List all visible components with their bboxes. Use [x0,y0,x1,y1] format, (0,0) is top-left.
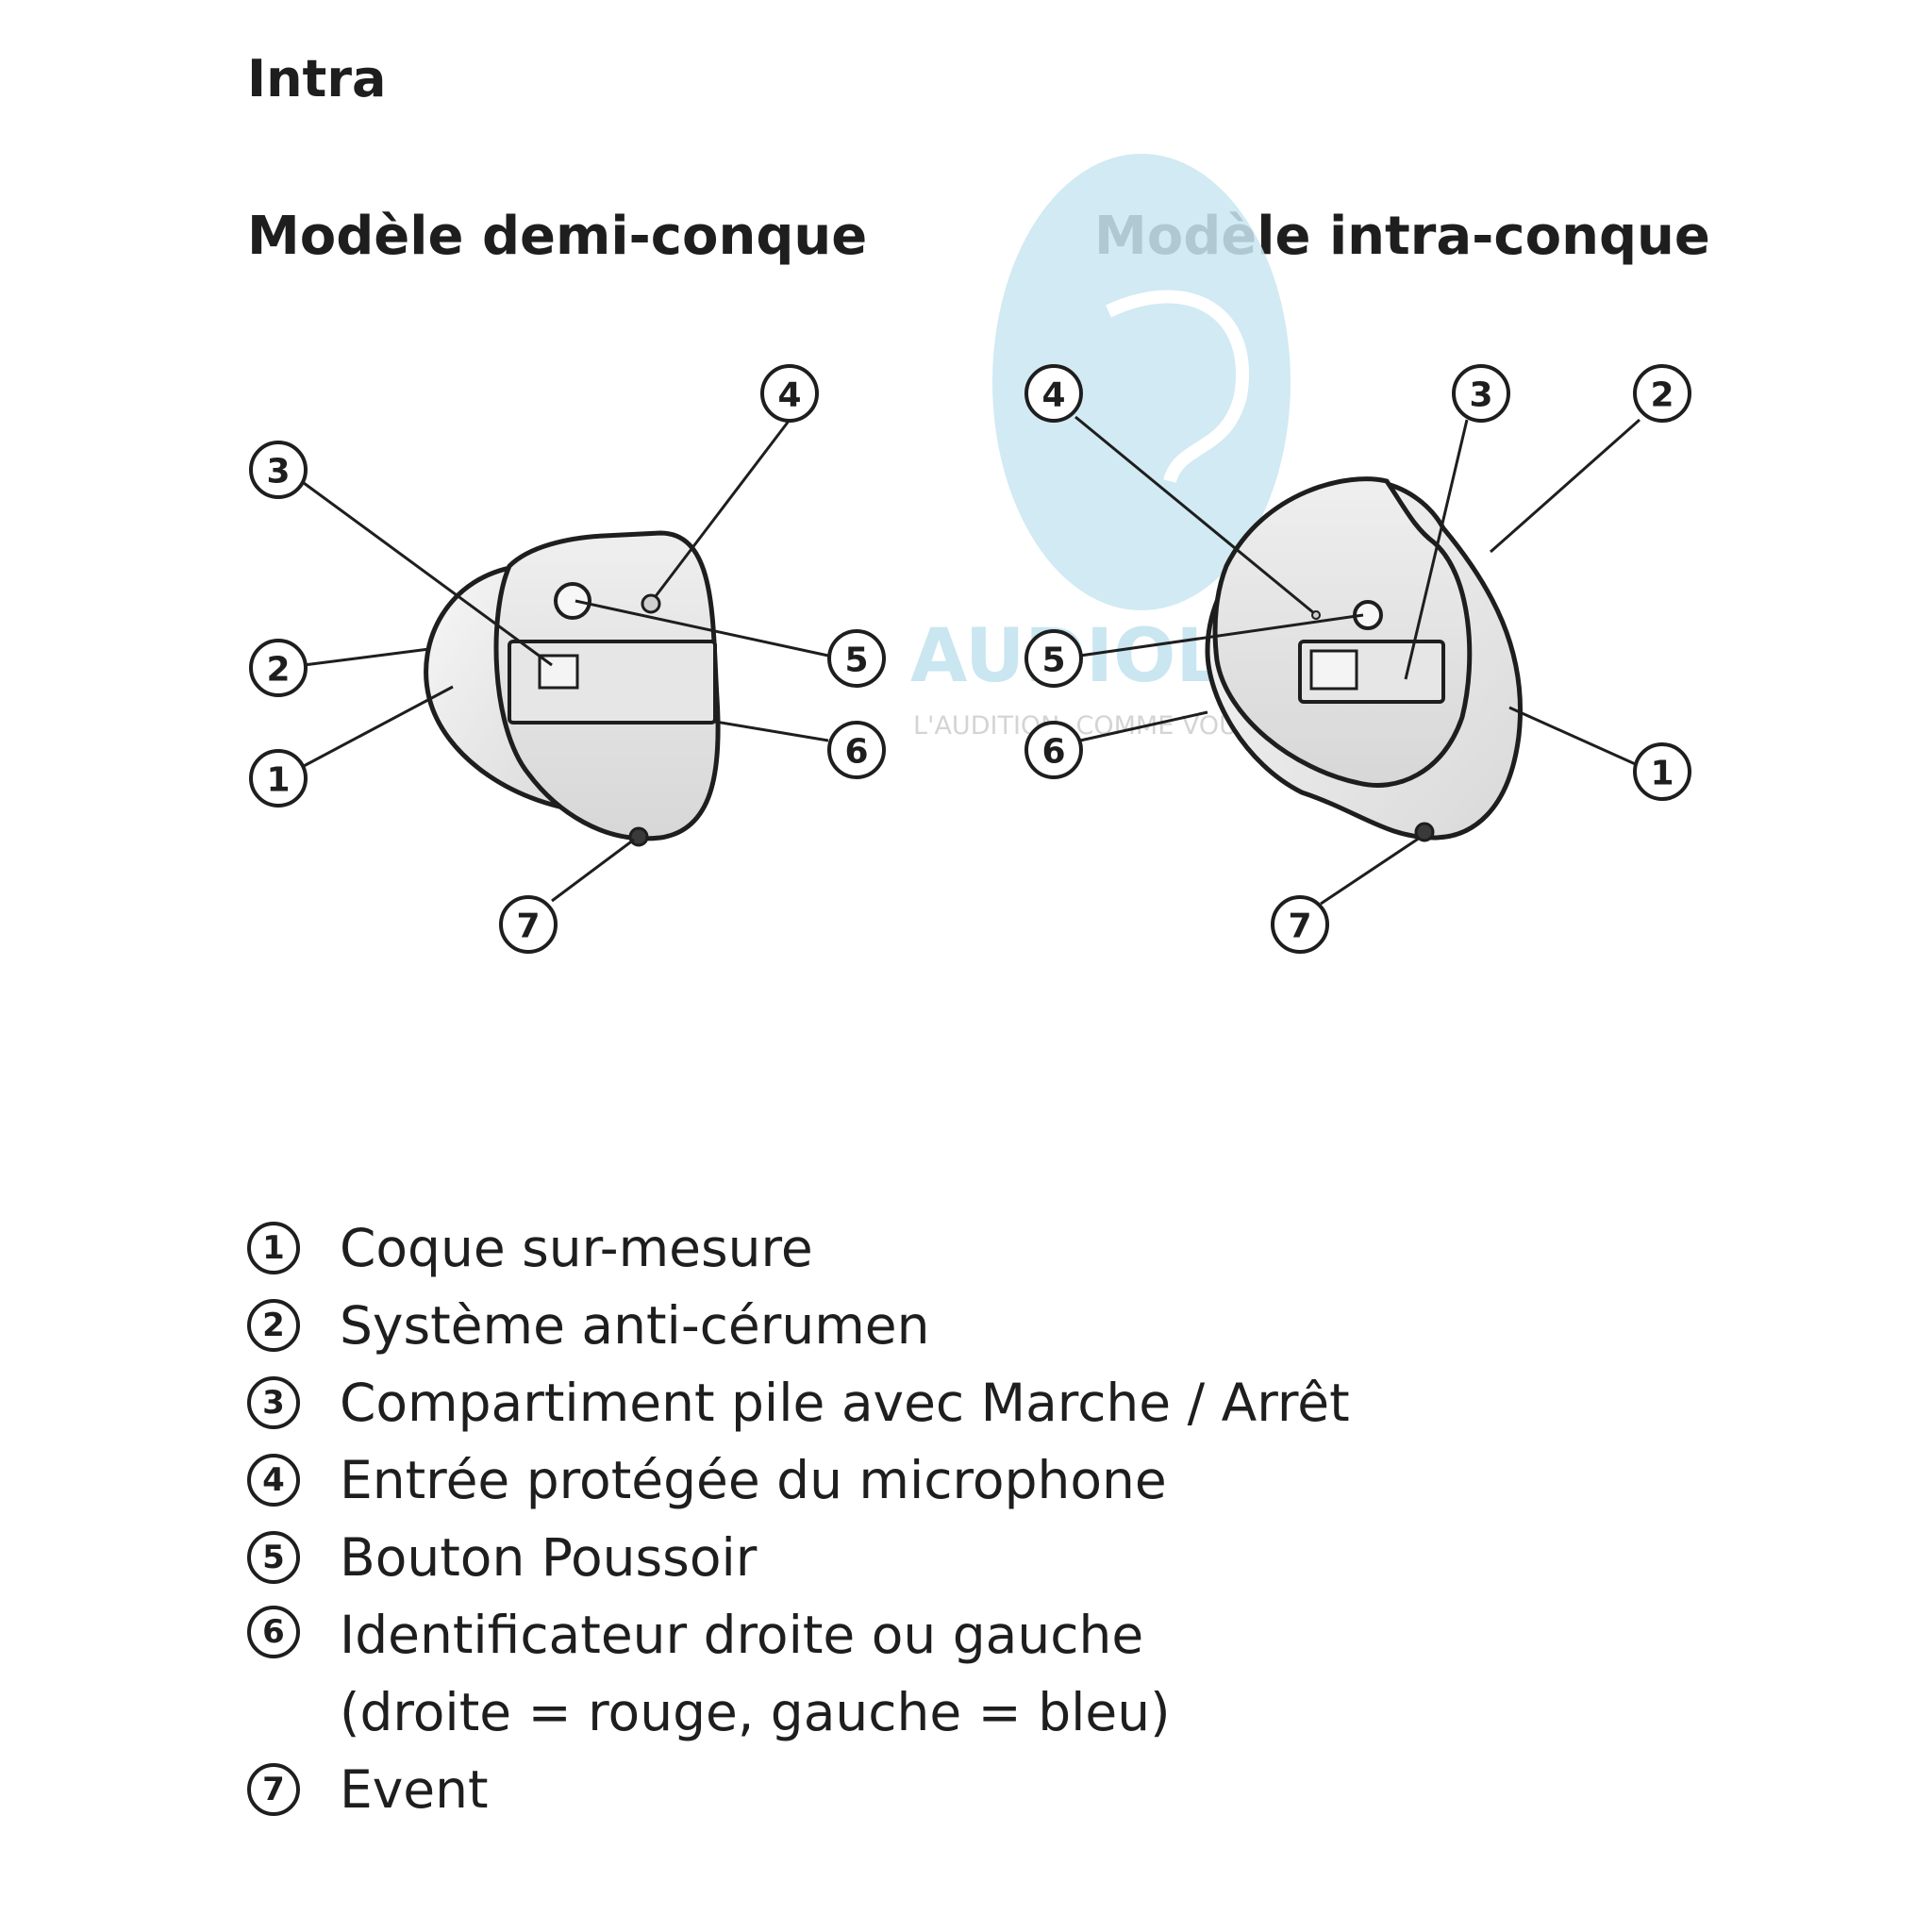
svg-text:3: 3 [266,453,290,491]
legend-label: Identificateur droite ou gauche [340,1605,1144,1665]
legend-label: Compartiment pile avec Marche / Arrêt [340,1373,1350,1433]
svg-text:4: 4 [1041,376,1065,415]
model-title-half-shell: Modèle demi-conque [247,206,868,267]
half-shell-device [424,530,721,847]
callout-right-3: 3 [1452,364,1510,423]
leader-lines [303,415,1641,906]
legend-item-4: 4 Entrée protégée du microphone [247,1441,1350,1519]
parts-legend: 1 Coque sur-mesure 2 Système anti-cérume… [247,1209,1350,1828]
svg-text:5: 5 [844,641,868,680]
legend-label: Coque sur-mesure [340,1218,813,1278]
callout-left-2: 2 [249,639,308,697]
legend-item-6: 6 Identificateur droite ou gauche (droit… [247,1596,1350,1751]
legend-number: 5 [247,1531,300,1584]
in-the-ear-vent [1414,822,1435,842]
callout-left-7: 7 [499,895,558,954]
half-shell-microphone [641,593,661,614]
legend-number: 1 [247,1222,300,1274]
legend-number: 6 [247,1606,300,1658]
callout-right-2: 2 [1633,364,1691,423]
callout-left-3: 3 [249,441,308,499]
legend-item-7: 7 Event [247,1751,1350,1828]
callout-right-7: 7 [1271,895,1329,954]
callout-right-1: 1 [1633,742,1691,801]
svg-text:1: 1 [266,761,290,800]
svg-text:4: 4 [777,376,801,415]
callout-markers: 3 4 2 1 5 6 7 4 3 2 5 6 1 7 [249,364,1691,954]
legend-label: Système anti-cérumen [340,1295,930,1356]
legend-label: Event [340,1759,489,1820]
svg-text:1: 1 [1650,755,1674,793]
callout-left-4: 4 [760,364,819,423]
svg-text:2: 2 [266,651,290,690]
legend-item-2: 2 Système anti-cérumen [247,1287,1350,1364]
svg-text:7: 7 [516,908,540,946]
legend-number: 2 [247,1299,300,1352]
callout-left-6: 6 [827,721,886,779]
in-the-ear-device [1205,476,1523,842]
legend-number: 7 [247,1763,300,1816]
page-title: Intra [247,49,387,108]
svg-text:5: 5 [1041,641,1065,680]
half-shell-push-button [554,582,591,620]
watermark-ear-outline [1106,290,1249,484]
half-shell-vent [628,826,649,847]
callout-right-4: 4 [1024,364,1083,423]
hearing-aid-diagram: AUDIOLOGYS L'AUDITION, COMME VOUS L'ENTE… [249,154,1691,954]
svg-text:2: 2 [1650,376,1674,415]
svg-text:3: 3 [1469,376,1492,415]
svg-text:7: 7 [1288,908,1311,946]
legend-label: Bouton Poussoir [340,1527,758,1588]
callout-right-6: 6 [1024,721,1083,779]
svg-text:6: 6 [844,733,868,772]
legend-item-5: 5 Bouton Poussoir [247,1519,1350,1596]
watermark-ear-logo [992,154,1291,610]
legend-number: 4 [247,1454,300,1507]
svg-text:6: 6 [1041,733,1065,772]
legend-label-detail: (droite = rouge, gauche = bleu) [340,1682,1171,1742]
callout-right-5: 5 [1024,629,1083,688]
in-the-ear-battery-slot [1309,649,1358,691]
legend-label: Entrée protégée du microphone [340,1450,1167,1510]
legend-item-1: 1 Coque sur-mesure [247,1209,1350,1287]
legend-item-3: 3 Compartiment pile avec Marche / Arrêt [247,1364,1350,1441]
in-the-ear-faceplate [1212,476,1473,788]
callout-left-5: 5 [827,629,886,688]
callout-left-1: 1 [249,749,308,808]
legend-number: 3 [247,1376,300,1429]
